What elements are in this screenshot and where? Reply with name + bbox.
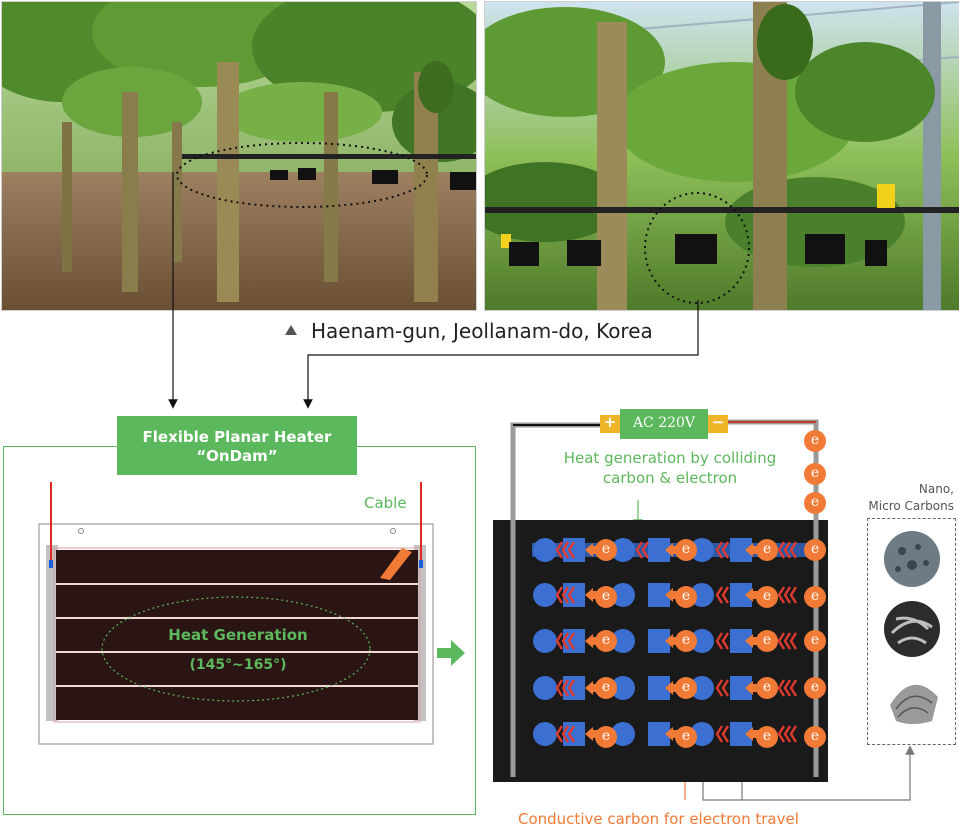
conductive-carbon-label: Conductive carbon for electron travel [518, 810, 799, 828]
plus-terminal: + [603, 413, 617, 431]
electron-icon: e [804, 463, 826, 485]
location-text: Haenam-gun, Jeollanam-do, Korea [311, 319, 653, 343]
location-caption: Haenam-gun, Jeollanam-do, Korea [285, 319, 653, 343]
electron-icon: e [756, 586, 778, 608]
banana-farm-photo-left [1, 1, 477, 311]
heater-panel-drawing [38, 482, 434, 745]
electron-icon: e [756, 677, 778, 699]
heat-description-line2: carbon & electron [602, 469, 738, 487]
electron-icon: e [675, 539, 697, 561]
electron-icon: e [675, 586, 697, 608]
electron-icon: e [756, 539, 778, 561]
carbon-label: Nano, Micro Carbons [848, 481, 954, 515]
carbon-label-line2: Micro Carbons [868, 499, 954, 513]
carbon-samples-box [867, 518, 956, 745]
cable-label: Cable [364, 494, 407, 512]
carbon-samples [884, 531, 940, 724]
electron-icon: e [756, 630, 778, 652]
electron-icon: e [804, 430, 826, 452]
electron-icon: e [595, 630, 617, 652]
electron-icon: e [804, 539, 826, 561]
electron-icon: e [804, 630, 826, 652]
carbon-label-line1: Nano, [918, 482, 954, 496]
minus-terminal: − [711, 413, 725, 431]
electron-icon: e [804, 492, 826, 514]
electron-icon: e [756, 726, 778, 748]
electron-icon: e [595, 539, 617, 561]
triangle-icon [285, 325, 297, 335]
electron-icon: e [675, 726, 697, 748]
temperature-range: (145°~165°) [189, 657, 287, 673]
heater-title: Flexible Planar Heater [142, 428, 332, 446]
electron-icon: e [595, 586, 617, 608]
heater-title-box: Flexible Planar Heater “OnDam” [117, 416, 357, 475]
banana-farm-photo-right [484, 1, 959, 311]
electron-icon: e [675, 677, 697, 699]
heater-name: “OnDam” [196, 447, 278, 465]
heat-generation-label: Heat Generation [168, 626, 308, 644]
power-label: AC 220V [632, 415, 696, 431]
electron-icon: e [595, 677, 617, 699]
heat-description: Heat generation by colliding carbon & el… [540, 448, 800, 488]
electron-icon: e [595, 726, 617, 748]
electron-icon: e [804, 677, 826, 699]
electron-icon: e [804, 726, 826, 748]
electron-icon: e [804, 586, 826, 608]
heat-description-line1: Heat generation by colliding [563, 449, 777, 467]
electron-icon: e [675, 630, 697, 652]
right-arrow-icon [437, 640, 465, 666]
